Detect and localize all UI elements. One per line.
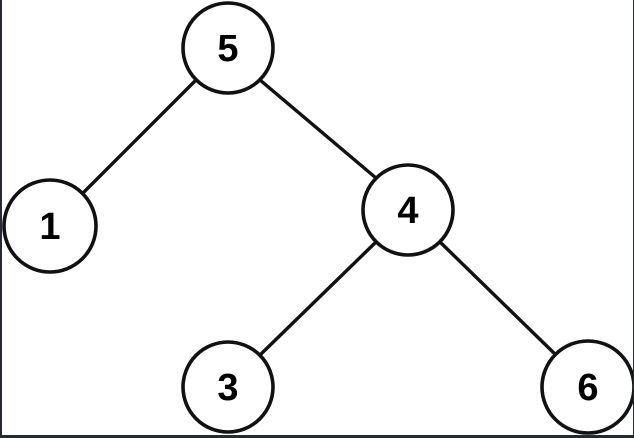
edge-group xyxy=(80,78,558,357)
node-label-3: 3 xyxy=(217,367,238,409)
edge-4-6 xyxy=(438,240,558,357)
node-circle-5[interactable] xyxy=(181,1,275,95)
node-circle-3[interactable] xyxy=(181,340,275,434)
edge-5-1 xyxy=(80,78,198,196)
edge-4-3 xyxy=(258,240,378,357)
node-label-6: 6 xyxy=(577,367,598,409)
node-circle-4[interactable] xyxy=(361,163,455,257)
tree-node-1[interactable]: 1 xyxy=(2,178,98,274)
tree-node-5[interactable]: 5 xyxy=(181,1,275,95)
node-circle-6[interactable] xyxy=(540,339,634,435)
tree-node-3[interactable]: 3 xyxy=(181,340,275,434)
node-label-1: 1 xyxy=(39,206,60,248)
node-circle-1[interactable] xyxy=(2,178,98,274)
tree-node-4[interactable]: 4 xyxy=(361,163,455,257)
tree-node-6[interactable]: 6 xyxy=(540,339,634,435)
node-label-4: 4 xyxy=(397,190,418,232)
edge-5-4 xyxy=(258,78,378,180)
node-label-5: 5 xyxy=(217,28,238,70)
